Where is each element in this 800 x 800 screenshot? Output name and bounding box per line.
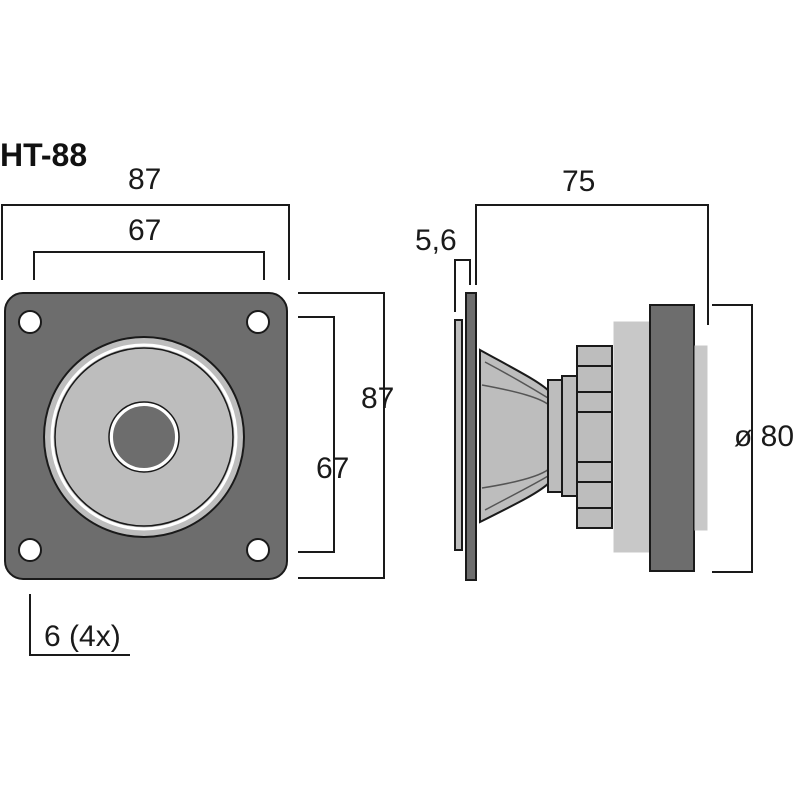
horn <box>479 348 551 524</box>
magnet <box>649 304 695 572</box>
model-title: HT-88 <box>0 137 87 173</box>
dim-hole-size: 6 (4x) <box>29 594 130 656</box>
dim-height-holes-label: 67 <box>316 452 349 485</box>
rear-plate <box>613 321 651 553</box>
dim-flange-label: 5,6 <box>415 224 457 257</box>
dim-height-outer: 87 <box>298 292 394 579</box>
driver-housing <box>576 345 613 529</box>
mounting-hole-bottom-left <box>18 538 42 562</box>
flange-plate <box>465 292 477 581</box>
throat-opening <box>109 402 179 472</box>
dim-width-holes-label: 67 <box>128 214 161 247</box>
flange-front <box>454 319 463 551</box>
horn-neck <box>547 379 563 493</box>
dim-width-outer-label: 87 <box>128 163 161 196</box>
mounting-hole-top-left <box>18 310 42 334</box>
side-view <box>454 292 708 581</box>
dim-height-outer-label: 87 <box>361 382 394 415</box>
mounting-hole-top-right <box>246 310 270 334</box>
dim-depth-label: 75 <box>562 165 595 198</box>
back-cap <box>694 345 708 531</box>
dim-width-outer: 87 <box>1 163 290 280</box>
dim-depth: 75 <box>475 165 709 325</box>
dim-height-holes: 67 <box>298 316 349 553</box>
dim-hole-size-label: 6 (4x) <box>44 620 121 653</box>
dim-flange: 5,6 <box>415 224 471 312</box>
dim-diameter-label: ø 80 <box>734 420 794 453</box>
front-view <box>4 292 288 580</box>
mounting-hole-bottom-right <box>246 538 270 562</box>
horn-collar <box>561 375 578 497</box>
dim-width-holes: 67 <box>33 214 265 280</box>
dim-diameter: ø 80 <box>712 304 794 573</box>
cone-inner-ring <box>50 343 238 531</box>
